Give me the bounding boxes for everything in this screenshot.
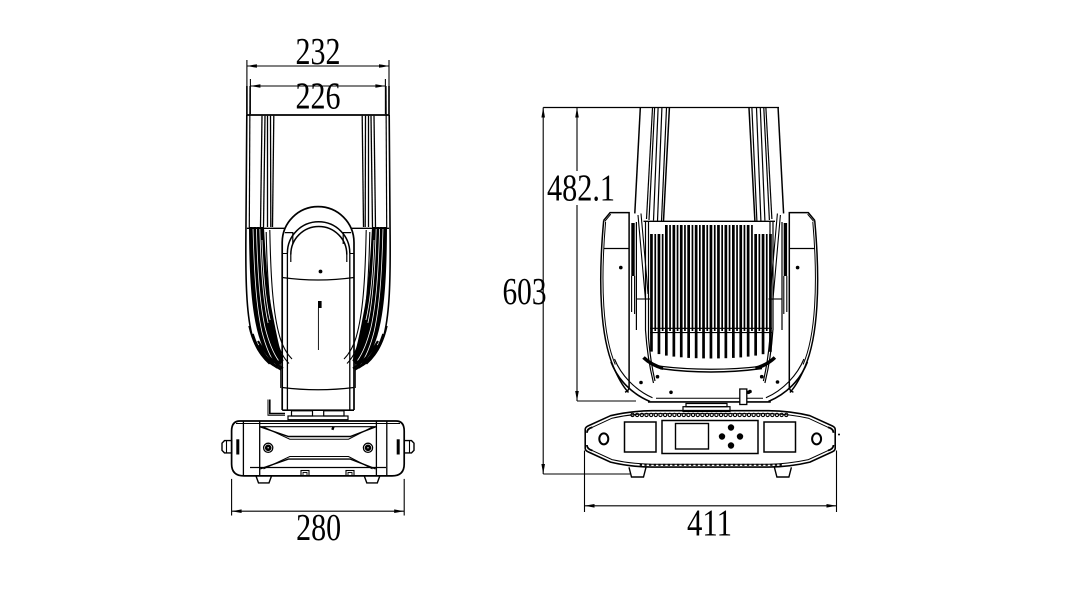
svg-text:226: 226 xyxy=(296,76,341,118)
svg-text:280: 280 xyxy=(296,507,341,549)
svg-text:603: 603 xyxy=(503,271,547,313)
svg-text:232: 232 xyxy=(296,31,341,73)
svg-text:482.1: 482.1 xyxy=(547,168,615,210)
svg-text:411: 411 xyxy=(687,503,732,545)
